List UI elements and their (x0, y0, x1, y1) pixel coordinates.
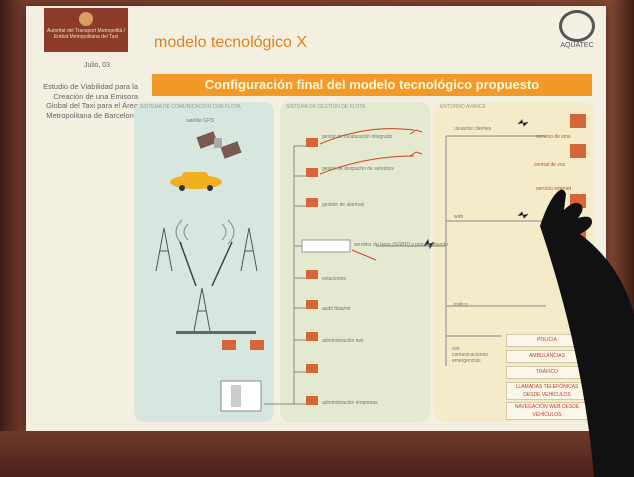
panel-heading: SISTEMA DE GESTIÓN DE FLOTA (286, 104, 366, 110)
sms-label: servicio de sms (536, 134, 571, 140)
logo-right-text: AQUATEC (560, 42, 594, 49)
presenter-hand (540, 189, 634, 477)
emblem-icon (79, 12, 93, 26)
panel-fleet-management: SISTEMA DE GESTIÓN DE FLOTA (280, 102, 430, 422)
computer-icon (306, 138, 318, 405)
logo-ring-icon (559, 10, 595, 42)
institution-logo: Autoritat del Transport Metropolità / En… (44, 8, 128, 52)
slide-banner: Configuración final del modelo tecnológi… (152, 74, 592, 96)
slide-date: Julio, 03 (84, 62, 111, 69)
mixed-label: tráfico (454, 302, 468, 308)
taxi-icon (170, 172, 222, 191)
server-label: servidor de base (SGBD) y procesamiento (354, 242, 448, 248)
users-ext-label: usuarios clientes (454, 126, 492, 132)
satellite-icon (196, 131, 242, 159)
service-phone-calls: LLAMADAS TELEFÓNICAS DESDE VEHÍCULOS (506, 382, 588, 400)
call-label: central de voz (534, 162, 566, 168)
stations-label: estaciones (322, 276, 346, 282)
fleet-list-label: gestor de localización integrado (322, 134, 393, 140)
comms-label: sist. comunicaciones emergencias (452, 346, 488, 364)
gps-label: satélite GPS (186, 118, 214, 124)
study-description: Estudio de Viabilidad para la Creación d… (43, 82, 138, 120)
dispatch-label: gestor de despacho de servicios (322, 166, 394, 172)
server-rack-icon (301, 239, 351, 253)
audit-label: audit flota/mt (322, 306, 351, 312)
radio-tower-icon (155, 227, 258, 332)
arrow-lines (319, 128, 415, 261)
link-lightning-icon (423, 119, 529, 250)
service-web-navigation: NAVEGACIÓN WEB DESDE VEHÍCULOS (506, 402, 588, 420)
slide-title: modelo tecnológico X (154, 34, 307, 51)
computer-icon (222, 340, 264, 350)
web-label: web (454, 214, 464, 220)
server-cabinet-icon (220, 380, 262, 412)
chart-icon (409, 129, 423, 157)
signal-waves-icon (175, 219, 235, 245)
users-label: administración empresas (322, 400, 378, 406)
panel-heading: SISTEMA DE COMUNICACIÓN CON FLOTA (140, 104, 241, 110)
room-floor (0, 431, 634, 477)
logo-text: Autoritat del Transport Metropolità / En… (46, 28, 126, 40)
service-police: POLICIA (506, 334, 588, 347)
connector-lines (264, 135, 546, 405)
projection-screen: Autoritat del Transport Metropolità / En… (26, 6, 606, 431)
admin-label: administración taxi (322, 338, 364, 344)
alerts-label: gestión de alarmas (322, 202, 365, 208)
voice-label: servicio internet (536, 186, 572, 192)
panel-heading: ENTORNO AVANCE (440, 104, 486, 110)
service-traffic: TRÁFICO (506, 366, 588, 379)
aquatec-logo: AQUATEC (552, 10, 602, 54)
